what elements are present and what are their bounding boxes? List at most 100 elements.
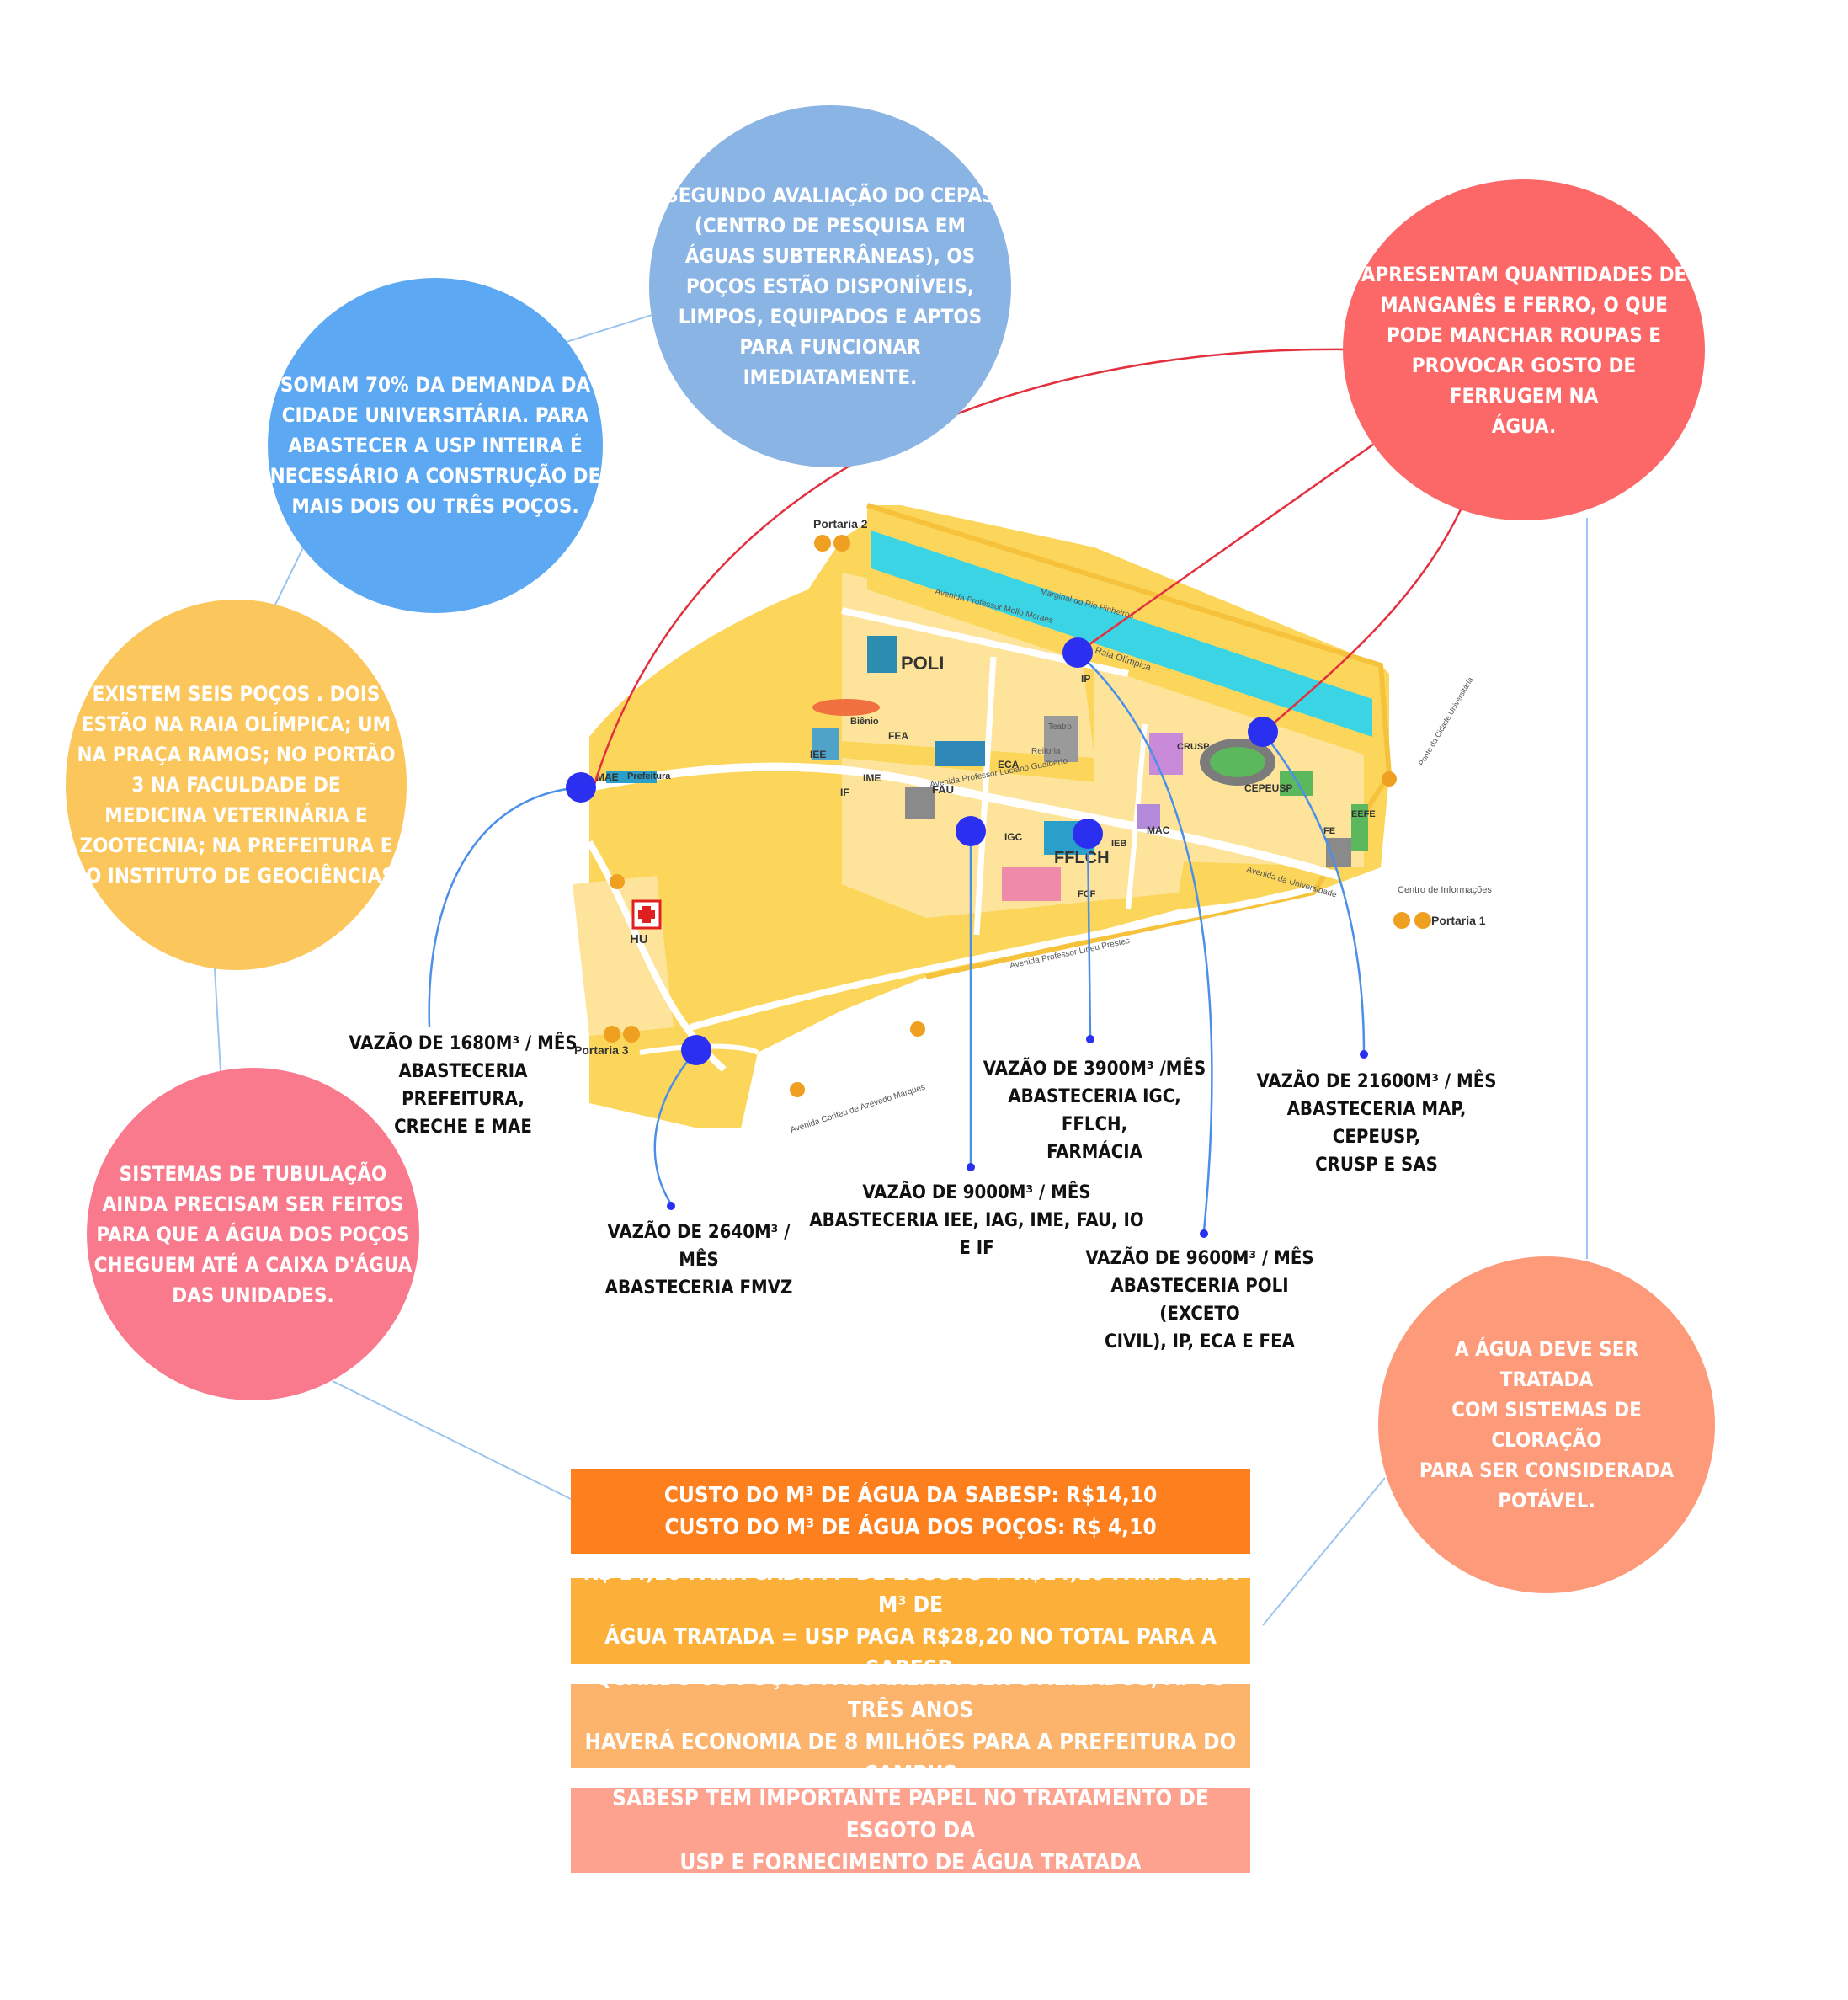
well-marker-mae[interactable]: [566, 772, 596, 803]
blue-connector: [1262, 732, 1366, 1053]
connector-line: [332, 1380, 572, 1500]
map-label-fea: FEA: [888, 730, 908, 742]
map-label-portaria-3: Portaria 3: [574, 1043, 629, 1057]
map-label-ieb: IEB: [1111, 839, 1126, 849]
red-connector: [1262, 509, 1462, 733]
blue-connector: [1077, 652, 1213, 1232]
circle-demanda: Somam 70% da demanda da Cidade Universit…: [268, 278, 603, 613]
label-vazao-9600: Vazão de 9600m³ / mês abasteceria Poli (…: [1085, 1248, 1314, 1352]
road: [588, 762, 1340, 880]
box-economia: Quando os poços passarem a ser utilizado…: [571, 1666, 1250, 1787]
building: [1002, 867, 1061, 901]
map-label-hu: HU: [630, 932, 648, 947]
map-label-cepeusp: CEPEUSP: [1244, 782, 1292, 794]
map-label-fe: FE: [1323, 826, 1335, 836]
map-label-eca: ECA: [998, 759, 1020, 771]
sports-field: [1280, 771, 1313, 796]
map-label-iee: IEE: [810, 749, 826, 760]
well-marker-iag[interactable]: [956, 816, 986, 846]
stadium-field: [1210, 747, 1265, 777]
circle-tubulacao: Sistemas de tubulação ainda precisam ser…: [87, 1068, 419, 1400]
building: [867, 636, 897, 673]
map-label-fflch: FFLCH: [1054, 849, 1110, 867]
building: [935, 741, 985, 766]
portaria-marker: [1393, 912, 1410, 929]
building: [812, 728, 839, 760]
pedestrian-marker: [910, 1021, 925, 1037]
map-label-eefe: EEFE: [1351, 809, 1376, 819]
blue-connector: [428, 786, 582, 1028]
map-label-fcf: FCF: [1078, 889, 1096, 899]
circle-cepas: Segundo avaliação do CEPAS (Centro de Pe…: [649, 105, 1011, 467]
box-sabesp: Sabesp tem importante papel no tratament…: [571, 1786, 1250, 1875]
circle-manganes: Apresentam quantidades de manganês e fer…: [1343, 179, 1705, 520]
label-vazao-9000: Vazão de 9000m³ / mês abasteceria IEE, I…: [809, 1182, 1144, 1259]
map-label-centro-informacoes: Centro de Informações: [1398, 885, 1492, 895]
map-label-fau: FAU: [932, 783, 954, 796]
map-label-poli: POLI: [901, 653, 944, 674]
portaria-marker: [1414, 912, 1431, 929]
label-vazao-3900: Vazão de 3900m³ /mês abasteceria IGC, FF…: [983, 1059, 1206, 1163]
map-label-teatro: Teatro: [1048, 723, 1072, 732]
well-marker-fmvz[interactable]: [681, 1035, 711, 1065]
portaria-marker: [814, 535, 831, 552]
box-esgoto: R$ 14,10 para cada m³ de esgoto + R$14,1…: [571, 1560, 1250, 1682]
connector-line: [1262, 1477, 1386, 1626]
map-label-igc: IGC: [1004, 831, 1023, 843]
building: [905, 787, 935, 819]
connector-end-dot: [1360, 1050, 1368, 1059]
map-label-ime: IME: [863, 772, 881, 784]
red-connector: [1077, 440, 1377, 654]
map-label-portaria-1: Portaria 1: [1431, 914, 1486, 927]
campus-map: Portaria 2 Portaria 3 Portaria 1 POLI FF…: [573, 503, 1492, 1135]
portaria-marker: [833, 535, 850, 552]
bienio: [812, 699, 880, 716]
connector-end-dot: [1086, 1035, 1094, 1043]
map-label-ip: IP: [1081, 673, 1090, 685]
connector-line: [214, 968, 221, 1072]
building: [1137, 804, 1160, 829]
circle-seis-pocos: Existem seis poços . Dois estão na Raia …: [66, 600, 407, 970]
road: [639, 1043, 759, 1055]
building: [1351, 804, 1368, 851]
circle-seis-pocos-text: Existem seis poços . Dois estão na Raia …: [70, 682, 402, 888]
circle-cepas-text: Segundo avaliação do CEPAS (Centro de Pe…: [665, 184, 995, 389]
raia-olimpica-water: [871, 531, 1372, 737]
connector-end-dot: [667, 1202, 675, 1210]
box-custo: Custo do m³ de água da Sabesp: R$14,10 C…: [571, 1469, 1250, 1554]
road: [689, 885, 1314, 1031]
map-label-prefeitura: Prefeitura: [627, 771, 671, 781]
building: [606, 771, 657, 783]
circle-manganes-text: Apresentam quantidades de manganês e fer…: [1361, 262, 1687, 438]
pedestrian-marker: [1382, 771, 1397, 787]
circle-tratada-text: A água deve ser tratada com sistemas de …: [1419, 1337, 1675, 1512]
road: [973, 656, 997, 936]
blue-connector: [1086, 833, 1092, 1038]
map-label-if: IF: [840, 787, 849, 798]
connector-end-dot: [1200, 1229, 1208, 1238]
map-label-crusp: CRUSP: [1177, 742, 1210, 752]
map-label-bienio: Biênio: [850, 717, 879, 727]
map-label-mac: MAC: [1147, 824, 1170, 836]
map-label-portaria-2: Portaria 2: [813, 517, 868, 531]
well-marker-raia-2[interactable]: [1248, 717, 1278, 747]
portaria-marker: [604, 1026, 620, 1043]
map-label-reitoria: Reitoria: [1031, 747, 1061, 756]
label-vazao-2640: Vazão de 2640m³ / mês abasteceria FMVZ: [604, 1222, 793, 1299]
map-label-ponte: Ponte da Cidade Universitária: [1417, 675, 1474, 767]
hospital-cross: [638, 910, 655, 919]
circle-tubulacao-text: Sistemas de tubulação ainda precisam ser…: [93, 1161, 413, 1307]
pedestrian-marker: [610, 874, 625, 889]
pedestrian-marker: [790, 1082, 805, 1097]
label-vazao-1680: Vazão de 1680m³ / mês abasteceria Prefei…: [349, 1033, 578, 1138]
building: [1149, 733, 1183, 775]
well-marker-igc[interactable]: [1073, 819, 1103, 849]
label-vazao-21600: Vazão de 21600m³ / mês abasteceria MAP, …: [1256, 1071, 1497, 1176]
connector-end-dot: [967, 1163, 975, 1171]
portaria-marker: [623, 1026, 640, 1043]
well-marker-raia-1[interactable]: [1062, 637, 1093, 668]
blue-connector: [653, 1050, 697, 1205]
circle-tratada: A água deve ser tratada com sistemas de …: [1378, 1256, 1715, 1593]
building: [1044, 716, 1078, 762]
